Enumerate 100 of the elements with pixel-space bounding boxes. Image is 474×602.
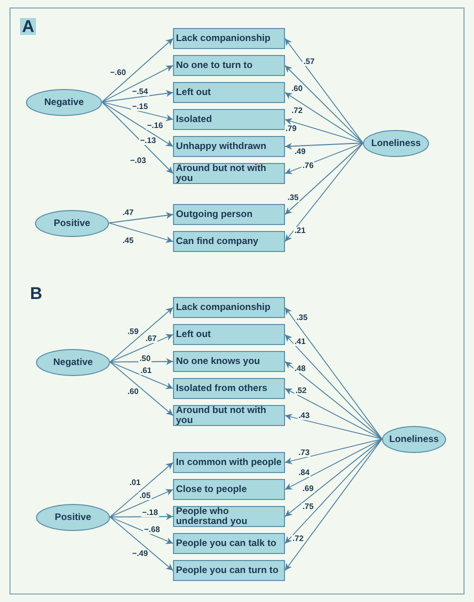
arrow [110, 307, 174, 362]
arrow [102, 102, 174, 174]
edge-label: .43 [297, 412, 311, 420]
arrow [110, 516, 174, 571]
edge-label: .48 [293, 365, 307, 373]
indicator-box: People who understand you [173, 506, 285, 527]
edge-label: −.03 [129, 157, 147, 165]
arrow [284, 38, 364, 144]
variable-label: Loneliness [371, 138, 421, 148]
arrow [110, 462, 174, 518]
variable-label: Positive [54, 512, 92, 522]
indicator-box: Lack companionship [173, 28, 285, 49]
indicator-box: Unhappy withdrawn [173, 136, 285, 157]
edge-label: .57 [302, 58, 316, 66]
arrow [102, 38, 174, 102]
arrow [284, 438, 382, 544]
edge-label: .52 [294, 387, 308, 395]
latent-variable-ellipse [382, 426, 446, 452]
arrow [110, 358, 174, 366]
edge-label: −.13 [139, 137, 157, 145]
indicator-box: Outgoing person [173, 204, 285, 225]
edge-label: .61 [139, 367, 153, 375]
edge-label: .60 [126, 388, 140, 396]
edge-label: .41 [293, 338, 307, 346]
edge-label: .67 [144, 335, 158, 343]
arrow [284, 142, 364, 150]
arrow [284, 388, 382, 440]
arrow [110, 334, 174, 362]
arrow [110, 513, 174, 520]
edge-label: −.60 [109, 69, 127, 77]
latent-variable-ellipse [363, 130, 429, 156]
arrow [102, 65, 174, 102]
indicator-box: Around but not with you [173, 405, 285, 426]
edge-label: .73 [297, 449, 311, 457]
edge-label: −.16 [146, 122, 164, 130]
latent-variable-ellipse [36, 504, 110, 530]
edge-label: .47 [121, 209, 135, 217]
indicator-box: Isolated from others [173, 378, 285, 399]
arrow [102, 102, 174, 147]
edge-label: .01 [128, 479, 142, 487]
arrow [284, 438, 382, 464]
panel-label: B [30, 285, 42, 302]
variable-label: Negative [44, 96, 84, 108]
arrow [110, 362, 174, 416]
edge-label: .72 [291, 535, 305, 543]
edge-label: .45 [121, 237, 135, 245]
arrow [110, 516, 174, 544]
indicator-box: Left out [173, 324, 285, 345]
arrow [284, 142, 364, 174]
indicator-box: People you can turn to [173, 560, 285, 581]
indicator-box: Isolated [173, 109, 285, 130]
arrow [284, 142, 364, 215]
edge-label: .21 [293, 227, 307, 235]
arrow [284, 438, 382, 571]
variable-label: Positive [54, 218, 90, 228]
arrow [284, 92, 364, 144]
arrow [108, 222, 174, 243]
edge-label: −.15 [131, 103, 149, 111]
indicator-box: Around but not with you [173, 163, 285, 184]
arrow [284, 361, 382, 440]
edge-label: .05 [138, 492, 152, 500]
arrow [284, 65, 364, 144]
arrow [108, 212, 174, 224]
edge-label: .50 [138, 355, 152, 363]
arrow [110, 489, 174, 518]
indicator-box: Lack companionship [173, 297, 285, 318]
arrow [284, 118, 364, 144]
edge-label: .59 [126, 328, 140, 336]
arrow [284, 142, 364, 242]
edge-label: −.18 [141, 509, 159, 517]
edge-label: −.68 [143, 526, 161, 534]
arrow [110, 362, 174, 389]
edge-label: .76 [301, 162, 315, 170]
indicator-box: No one knows you [173, 351, 285, 372]
arrow [284, 438, 382, 517]
indicator-box: Left out [173, 82, 285, 103]
edge-label: .35 [286, 194, 300, 202]
arrow [284, 414, 382, 440]
arrow [284, 438, 382, 490]
arrow [102, 90, 174, 102]
variable-label: Loneliness [389, 434, 439, 444]
edge-label: .75 [301, 503, 315, 511]
edge-label: .69 [301, 485, 315, 493]
indicator-box: Close to people [173, 479, 285, 500]
latent-variable-ellipse [26, 88, 102, 116]
variable-label: Negative [53, 356, 93, 368]
edge-label: .49 [293, 148, 307, 156]
edge-label: .72 [290, 107, 304, 115]
indicator-box: Can find company [173, 231, 285, 252]
indicator-box: No one to turn to [173, 55, 285, 76]
arrow [284, 307, 382, 440]
indicator-box: People you can talk to [173, 533, 285, 554]
panel-label: A [20, 18, 36, 35]
edge-label: .60 [290, 85, 304, 93]
arrow [284, 334, 382, 440]
latent-variable-ellipse [35, 210, 109, 236]
edge-label: −.49 [131, 550, 149, 558]
arrow [102, 102, 174, 122]
edge-label: −.54 [131, 88, 149, 96]
edge-label: .84 [297, 469, 311, 477]
